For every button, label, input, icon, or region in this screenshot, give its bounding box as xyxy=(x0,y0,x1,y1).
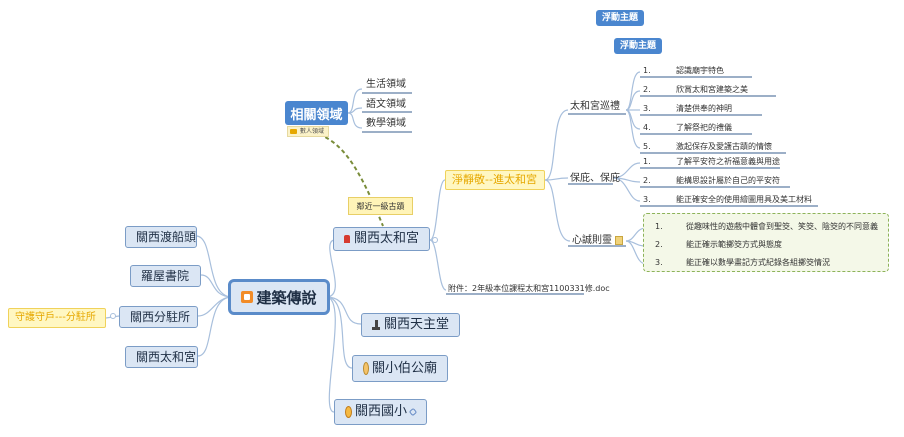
building-icon xyxy=(241,291,254,303)
note-icon xyxy=(290,129,297,134)
float-topic-1[interactable]: 浮動主題 xyxy=(596,10,645,26)
leaf-taihe-2[interactable]: 欣賞太和宮建築之美 xyxy=(676,85,748,94)
left-extra-guardian[interactable]: 守護守戶---分駐所 xyxy=(8,308,106,328)
num-1: 1. xyxy=(643,157,651,166)
sincerity-group-box xyxy=(643,213,889,272)
school-icon xyxy=(345,406,352,418)
num-1: 1. xyxy=(643,66,651,75)
left-node-ferry[interactable]: 關西渡船頭 xyxy=(125,226,197,248)
leaf-sincerity-2[interactable]: 能正確示範擲筊方式與態度 xyxy=(686,240,782,249)
left-node-police[interactable]: 關西分駐所 xyxy=(119,306,198,328)
branch-taihe-tour[interactable]: 太和宮巡禮 xyxy=(570,101,620,112)
attachment-link[interactable]: 附件：2年級本位課程太和宮1100331修.doc xyxy=(448,284,610,293)
related-child-language[interactable]: 語文領域 xyxy=(366,99,406,110)
num-1: 1. xyxy=(655,222,663,231)
right-node-catholic-label: 關西天主堂 xyxy=(383,317,449,332)
num-3: 3. xyxy=(655,258,663,267)
related-fields-node[interactable]: 相關領域 xyxy=(285,101,348,125)
num-2: 2. xyxy=(643,85,651,94)
leaf-sincerity-3[interactable]: 能正確以數學畫記方式紀錄各組擲筊情況 xyxy=(686,258,830,267)
num-3: 3. xyxy=(643,195,651,204)
branch-blessing[interactable]: 保庇、保庇 xyxy=(570,173,620,184)
leaf-sincerity-1[interactable]: 從趣味性的遊戲中體會到聖筊、笑筊、陰筊的不同意義 xyxy=(686,222,878,231)
right-node-catholic[interactable]: 關西天主堂 xyxy=(361,313,460,337)
right-node-school[interactable]: 關西國小 xyxy=(334,399,427,425)
branch-sincerity[interactable]: 心誠則靈 xyxy=(572,234,623,247)
num-5: 5. xyxy=(643,142,651,151)
note-icon xyxy=(615,236,623,245)
leaf-blessing-2[interactable]: 能構思設計屬於自己的平安符 xyxy=(676,176,780,185)
right-node-taihe[interactable]: 關西太和宮 xyxy=(333,227,430,251)
leaf-blessing-1[interactable]: 了解平安符之祈福意義與用途 xyxy=(676,157,780,166)
num-3: 3. xyxy=(643,104,651,113)
leaf-taihe-4[interactable]: 了解祭祀的禮儀 xyxy=(676,123,732,132)
deity-icon xyxy=(363,362,369,375)
leaf-taihe-3[interactable]: 清楚供奉的神明 xyxy=(676,104,732,113)
left-node-temple[interactable]: 關西太和宮 xyxy=(125,346,198,368)
center-topic[interactable]: 建築傳說 xyxy=(228,279,330,315)
right-node-school-label: 關西國小 xyxy=(354,404,407,419)
float-topic-2[interactable]: 浮動主題 xyxy=(614,38,663,54)
num-4: 4. xyxy=(643,123,651,132)
leaf-taihe-5[interactable]: 激起保存及愛護古蹟的情懷 xyxy=(676,142,772,151)
num-2: 2. xyxy=(643,176,651,185)
right-node-bogong-label: 關小伯公廟 xyxy=(371,361,437,376)
leaf-blessing-3[interactable]: 能正確安全的使用繪圖用具及美工材料 xyxy=(676,195,812,204)
num-2: 2. xyxy=(655,240,663,249)
main-topic[interactable]: 淨靜敬--進太和宮 xyxy=(445,170,545,190)
branch-sincerity-label: 心誠則靈 xyxy=(572,235,612,246)
right-node-bogong[interactable]: 關小伯公廟 xyxy=(352,355,448,382)
callout-historic-site[interactable]: 鄰近一級古蹟 xyxy=(348,197,413,215)
center-topic-label: 建築傳說 xyxy=(256,288,317,307)
temple-icon xyxy=(344,235,350,243)
left-node-academy[interactable]: 羅屋書院 xyxy=(130,265,201,287)
link-icon[interactable] xyxy=(408,407,418,417)
right-node-taihe-label: 關西太和宮 xyxy=(353,231,419,246)
related-child-life[interactable]: 生活領域 xyxy=(366,79,406,90)
church-icon xyxy=(372,320,380,330)
related-note: 數人領域 xyxy=(287,126,329,137)
related-child-math[interactable]: 數學領域 xyxy=(366,118,406,129)
related-note-text: 數人領域 xyxy=(300,128,325,135)
main-topic-label: 淨靜敬--進太和宮 xyxy=(452,173,537,186)
leaf-taihe-1[interactable]: 認識廟宇特色 xyxy=(676,66,724,75)
